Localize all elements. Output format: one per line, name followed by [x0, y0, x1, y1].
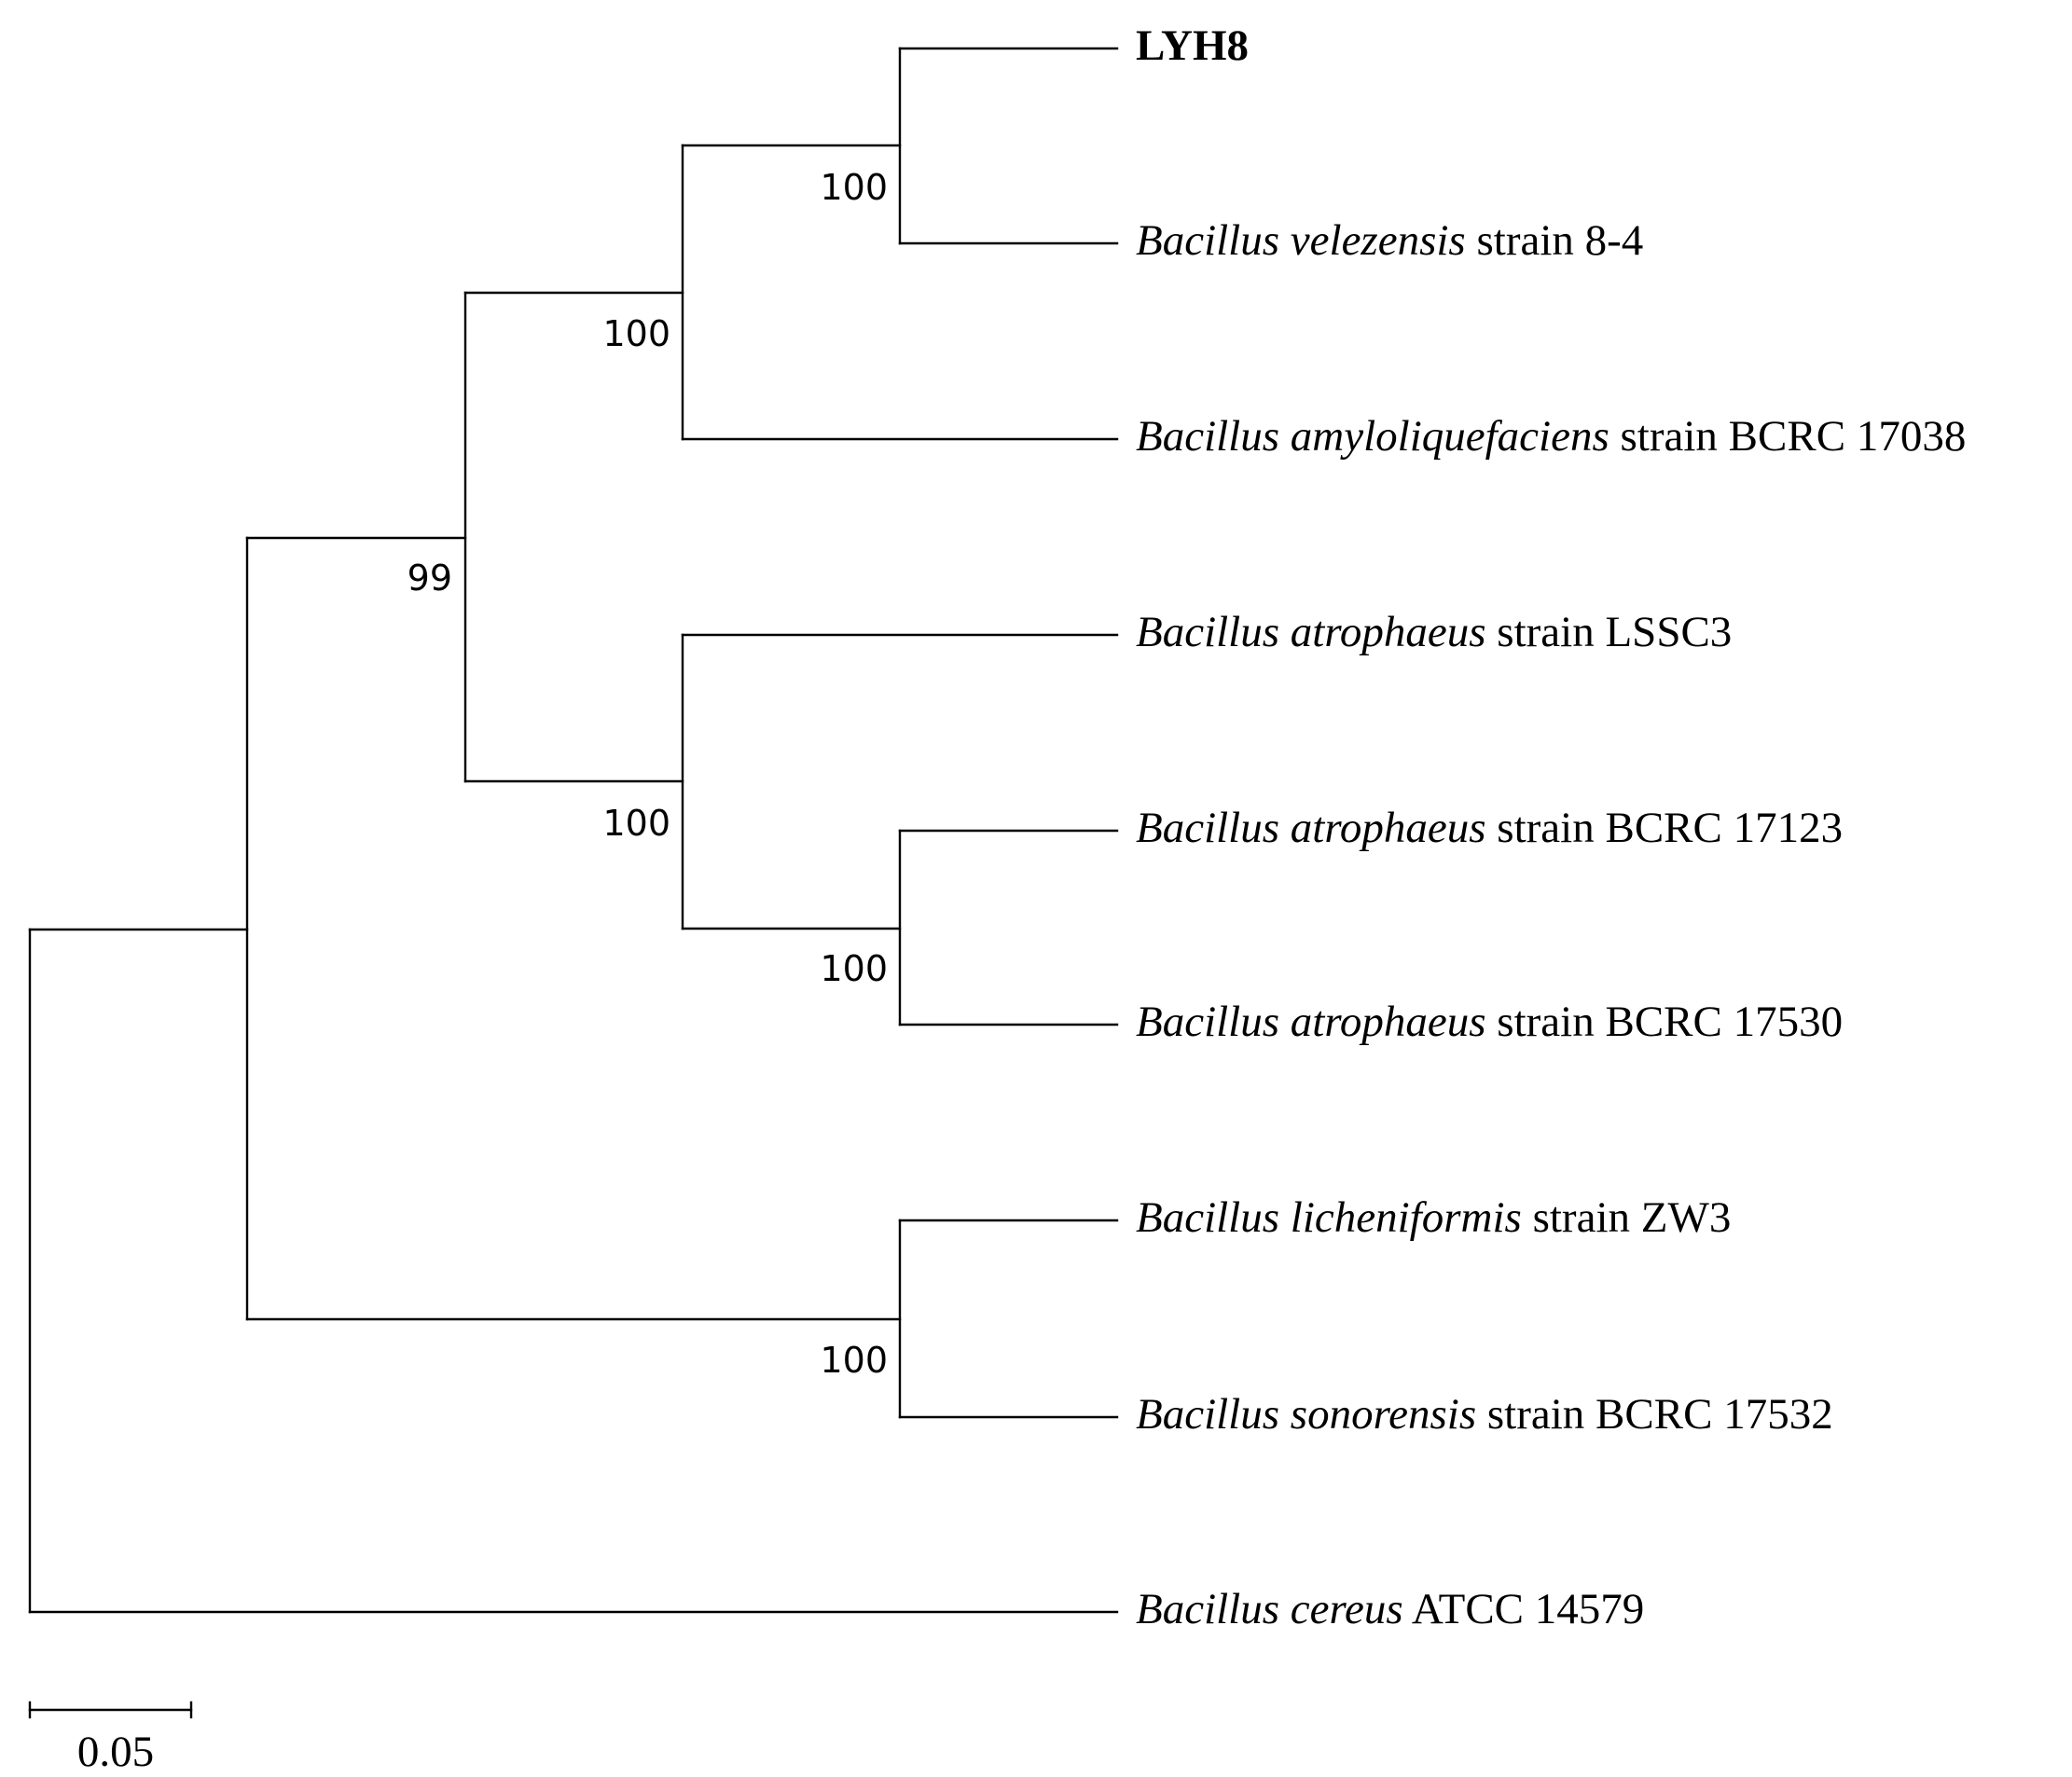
bootstrap-lyh8-velezensis: 100	[820, 167, 888, 208]
taxon-label-atrophaeus-17530: Bacillus atrophaeus strain BCRC 17530	[1136, 998, 1843, 1046]
taxon-label-atrophaeus-lssc3: Bacillus atrophaeus strain LSSC3	[1136, 608, 1732, 656]
taxon-label-atrophaeus-17123: Bacillus atrophaeus strain BCRC 17123	[1136, 804, 1843, 852]
taxon-labels: LYH8 Bacillus velezensis strain 8-4 Baci…	[1136, 21, 1966, 1633]
bootstrap-atrophaeus-pair: 100	[820, 948, 888, 989]
bootstrap-velezensis-clade: 100	[602, 313, 670, 354]
taxon-label-lyh8: LYH8	[1136, 21, 1249, 70]
bootstrap-upper-clade: 99	[407, 558, 452, 599]
scale-bar: 0.05	[28, 1701, 193, 1776]
taxon-label-amyloliquefaciens: Bacillus amyloliquefaciens strain BCRC 1…	[1136, 412, 1966, 461]
scale-bar-label: 0.05	[77, 1728, 154, 1776]
taxon-label-cereus: Bacillus cereus ATCC 14579	[1136, 1585, 1644, 1633]
taxon-label-sonorensis: Bacillus sonorensis strain BCRC 17532	[1136, 1390, 1833, 1439]
bootstrap-values: 100 100 99 100 100 100	[407, 167, 888, 1381]
bootstrap-licheniformis-pair: 100	[820, 1340, 888, 1381]
taxon-label-licheniformis: Bacillus licheniformis strain ZW3	[1136, 1193, 1731, 1242]
tree-branches	[28, 47, 1119, 1614]
bootstrap-atrophaeus-clade: 100	[602, 803, 670, 844]
taxon-label-velezensis: Bacillus velezensis strain 8-4	[1136, 216, 1643, 265]
